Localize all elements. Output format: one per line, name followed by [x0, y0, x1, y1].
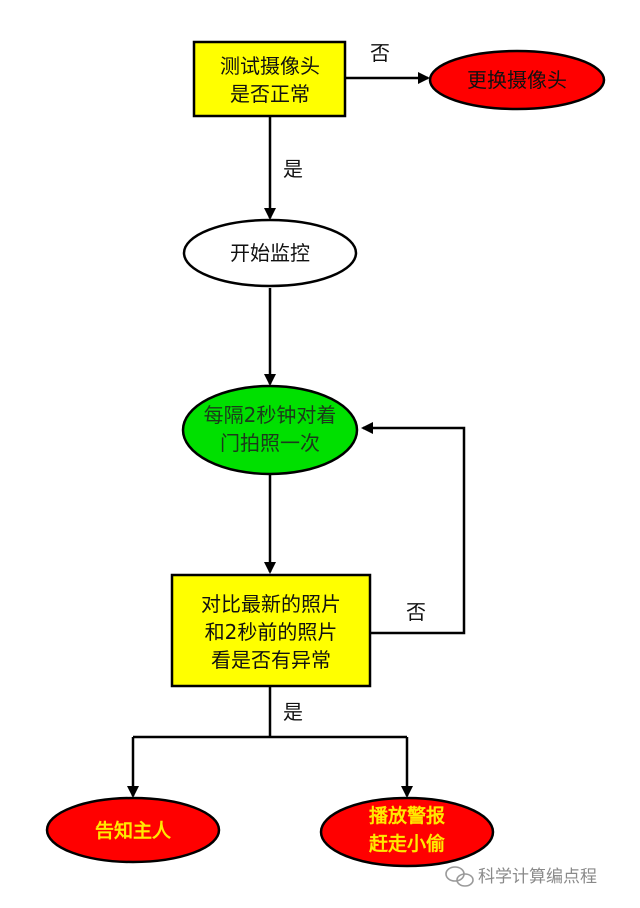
- node-test-camera-line1: 测试摄像头: [220, 54, 320, 78]
- node-start-monitor-shape: [182, 218, 358, 288]
- node-take-photo: 每隔2秒钟对着 门拍照一次: [181, 384, 359, 476]
- node-alarm-line2: 赶走小偷: [368, 832, 445, 855]
- edge-compare-loop-back: [361, 422, 466, 635]
- node-compare-line1: 对比最新的照片: [201, 592, 341, 616]
- node-notify-owner: 告知主人: [45, 796, 221, 864]
- node-compare-line3: 看是否有异常: [211, 648, 331, 672]
- node-replace-camera: 更换摄像头: [428, 49, 606, 111]
- edge-label-compare-yes: 是: [283, 700, 303, 724]
- node-test-camera: 测试摄像头 是否正常: [192, 40, 347, 118]
- watermark-text: 科学计算编点程: [478, 867, 597, 887]
- edge-label-test-yes: 是: [283, 157, 303, 181]
- edge-label-compare-no: 否: [406, 600, 426, 624]
- node-compare-line2: 和2秒前的照片: [205, 620, 338, 644]
- node-test-camera-shape: [192, 40, 347, 118]
- node-start-monitor: 开始监控: [182, 218, 358, 288]
- node-compare: 对比最新的照片 和2秒前的照片 看是否有异常: [170, 573, 372, 688]
- node-take-photo-shape: [181, 384, 359, 476]
- node-compare-shape: [170, 573, 372, 688]
- node-replace-camera-shape: [428, 49, 606, 111]
- edge-label-test-no: 否: [370, 41, 390, 65]
- node-start-monitor-label: 开始监控: [230, 241, 310, 265]
- node-notify-owner-label: 告知主人: [95, 819, 172, 842]
- node-take-photo-line1: 每隔2秒钟对着: [204, 403, 337, 427]
- node-replace-camera-label: 更换摄像头: [467, 68, 567, 92]
- node-alarm: 播放警报 赶走小偷: [319, 796, 495, 868]
- node-alarm-line1: 播放警报: [369, 804, 445, 827]
- wechat-icon: [445, 866, 474, 887]
- node-take-photo-line2: 门拍照一次: [220, 431, 320, 455]
- edges: [127, 72, 466, 798]
- watermark: 科学计算编点程: [445, 866, 597, 887]
- node-notify-owner-shape: [45, 796, 221, 864]
- node-alarm-shape: [319, 796, 495, 868]
- node-test-camera-line2: 是否正常: [230, 82, 310, 106]
